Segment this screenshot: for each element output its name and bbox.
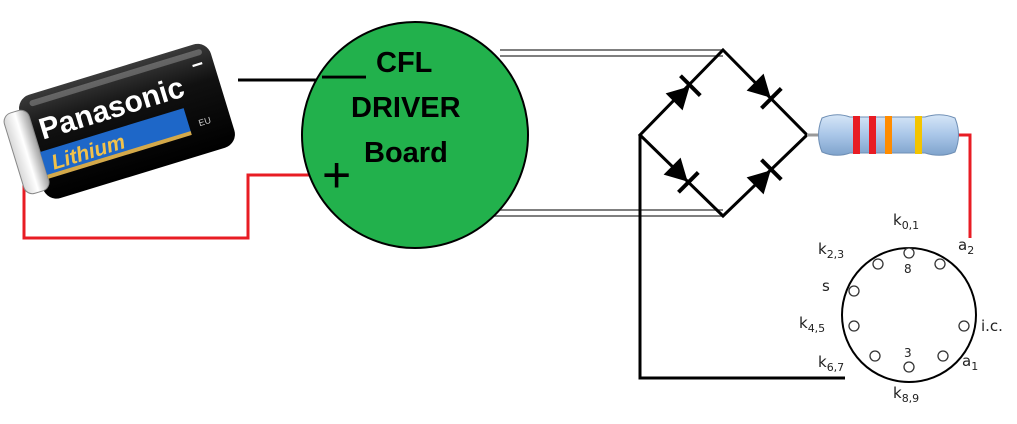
- pin-hole: [869, 350, 881, 362]
- pin-hole: [937, 350, 949, 362]
- resistor-band-2: [869, 116, 876, 154]
- bridge-rectifier: [637, 47, 810, 219]
- pin-label-k45: k4,5: [799, 314, 825, 335]
- resistor-band-4: [915, 116, 922, 154]
- pin-hole: [848, 285, 860, 297]
- battery-cap: [3, 109, 50, 195]
- battery-shine: [29, 49, 202, 107]
- driver-label-line2: DRIVER: [351, 92, 461, 124]
- wire-red-resistor-tube: [958, 133, 972, 238]
- pin-hole: [934, 258, 946, 270]
- pin-hole: [903, 247, 915, 259]
- pin-number-8: 8: [904, 262, 912, 276]
- pin-number-3: 3: [904, 346, 912, 360]
- pin-hole: [848, 320, 860, 332]
- driver-label-line3: Board: [364, 137, 448, 169]
- resistor: [807, 114, 959, 156]
- diode-bottom-left: [663, 157, 700, 194]
- battery: Panasonic Lithium + − EU: [3, 43, 235, 199]
- resistor-band-3: [885, 116, 892, 154]
- bridge-diamond: [637, 47, 810, 219]
- cfl-driver-board: — + CFL DRIVER Board: [301, 21, 529, 249]
- tube-base-pinout: 8 3 k0,1 a2 k2,3 s k4,5 i.c. k6,7 a1 k8,…: [799, 211, 1003, 405]
- diode-top-left: [665, 74, 702, 111]
- battery-plus-mark: +: [15, 79, 31, 101]
- diode-bottom-right: [746, 158, 783, 195]
- driver-minus-symbol: —: [322, 49, 366, 98]
- battery-label-stripe: [47, 131, 192, 179]
- wire-black-bridge-tube: [638, 135, 845, 380]
- driver-label-line1: CFL: [376, 47, 432, 79]
- pin-label-k01: k0,1: [893, 211, 919, 232]
- driver-plus-symbol: +: [322, 147, 351, 203]
- pin-label-s: s: [822, 277, 830, 295]
- pin-hole: [958, 320, 970, 332]
- pin-label-a2: a2: [958, 236, 974, 257]
- pin-hole: [872, 258, 884, 270]
- wire-red-battery-driver: [22, 140, 318, 240]
- battery-label-band: [40, 108, 192, 177]
- driver-circle: [301, 21, 529, 249]
- diode-top-right: [746, 73, 783, 110]
- pin-label-a1: a1: [962, 352, 978, 373]
- pin-label-k89: k8,9: [893, 384, 919, 405]
- resistor-band-1: [853, 116, 860, 154]
- pin-label-k23: k2,3: [818, 240, 844, 261]
- pin-label-ic: i.c.: [981, 317, 1003, 335]
- pin-label-k67: k6,7: [818, 353, 844, 374]
- battery-eu-mark: EU: [197, 115, 212, 128]
- pin-hole: [903, 361, 915, 373]
